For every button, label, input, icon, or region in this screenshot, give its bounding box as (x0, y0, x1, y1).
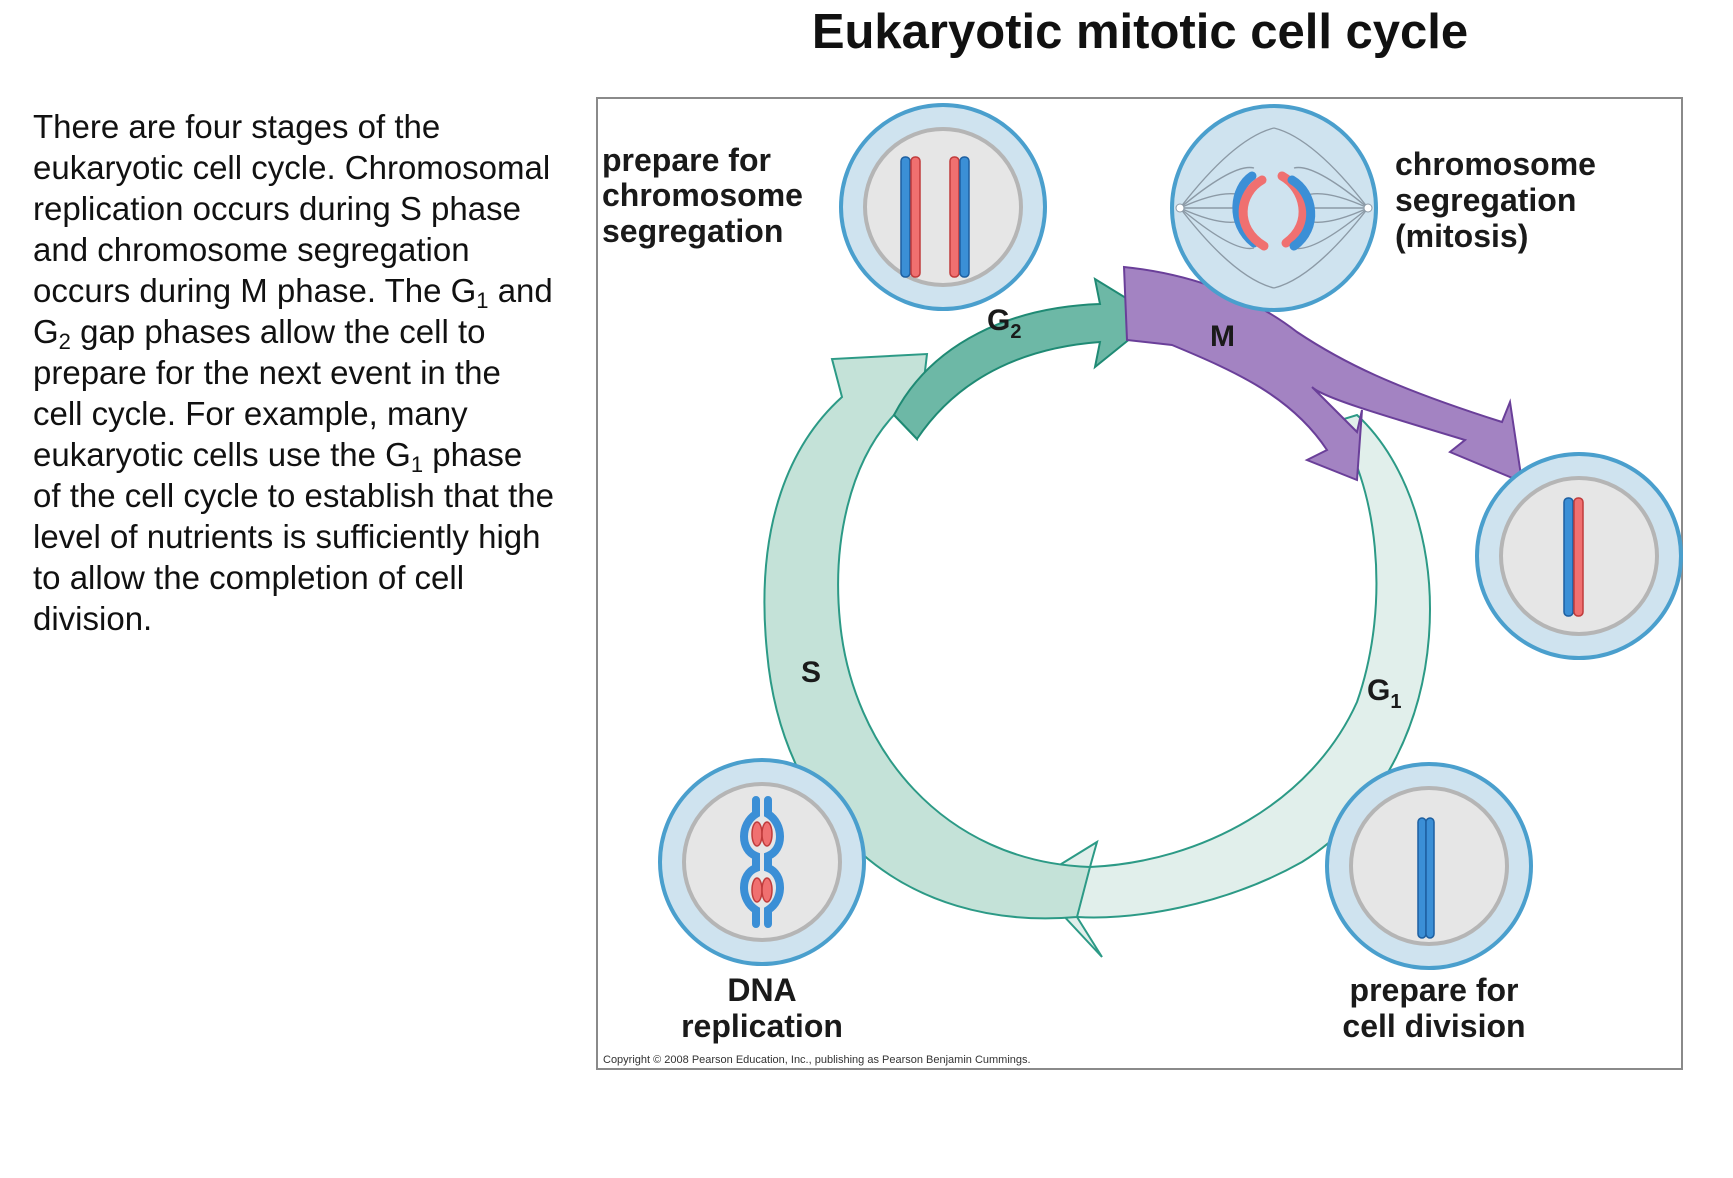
daughter-cell (1475, 452, 1683, 660)
subscript: 1 (476, 288, 489, 313)
m-description: chromosome segregation (mitosis) (1395, 146, 1596, 254)
label-line: segregation (1395, 182, 1576, 218)
label-line: (mitosis) (1395, 218, 1528, 254)
spindle-fibers (1179, 127, 1369, 289)
body-text-part: and G (33, 272, 553, 350)
body-text-part: gap phases allow the cell to prepare for… (33, 313, 501, 473)
chromatid (1287, 175, 1316, 251)
g1-phase-label: G1 (1367, 674, 1401, 713)
s-phase-label: S (801, 656, 821, 689)
label-line: segregation (602, 213, 783, 249)
subscript: 1 (410, 452, 424, 477)
label-line: replication (681, 1008, 843, 1044)
page-title: Eukaryotic mitotic cell cycle (811, 5, 1469, 59)
cell-cycle-figure: G2 M S G1 prepare for chromosome segrega… (596, 97, 1683, 1070)
subscript: 2 (58, 329, 71, 354)
cell-cycle-diagram: G2 M S G1 prepare for chromosome segrega… (602, 103, 1683, 1066)
m-arrow (1122, 265, 1524, 484)
s-description: DNA replication (681, 972, 843, 1044)
g2-phase-label: G2 (987, 304, 1021, 343)
body-text-part: There are four stages of the eukaryotic … (33, 108, 551, 309)
chromosome (949, 156, 970, 278)
label-line: chromosome (1395, 146, 1596, 182)
chromosome (900, 156, 921, 278)
m-phase-label: M (1210, 320, 1235, 353)
s-cell (658, 758, 866, 966)
g1-cell (1325, 762, 1533, 970)
description-paragraph: There are four stages of the eukaryotic … (33, 106, 558, 639)
chromatid (1238, 175, 1269, 251)
body-text-part: phase of the cell cycle to establish tha… (33, 436, 554, 637)
label-line: prepare for (1350, 972, 1519, 1008)
label-line: chromosome (602, 177, 803, 213)
g2-cell (839, 103, 1047, 311)
label-line: prepare for (602, 142, 771, 178)
m-cell (1170, 104, 1378, 312)
g1-description: prepare for cell division (1342, 972, 1525, 1044)
g1-arrow (1030, 413, 1431, 958)
copyright-notice: Copyright © 2008 Pearson Education, Inc.… (603, 1054, 1031, 1066)
label-line: DNA (727, 972, 796, 1008)
label-line: cell division (1342, 1008, 1525, 1044)
g2-description: prepare for chromosome segregation (602, 142, 803, 249)
